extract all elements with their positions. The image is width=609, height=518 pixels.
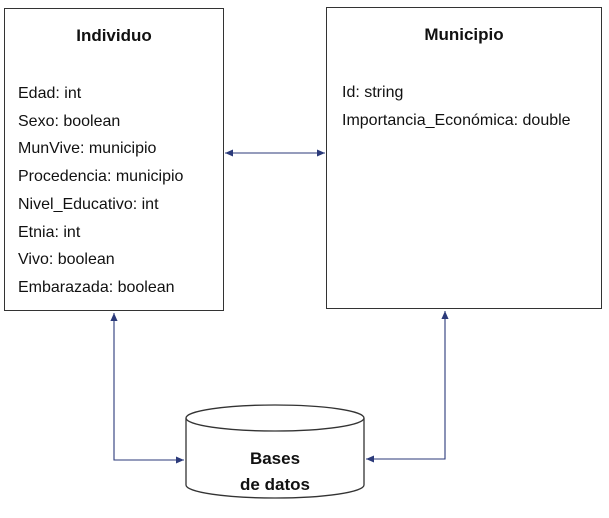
attribute-munvive: MunVive: municipio [18, 140, 157, 158]
individuo-attribute-list: Edad: int Sexo: boolean MunVive: municip… [18, 80, 183, 302]
attribute-procedencia: Procedencia: municipio [18, 168, 184, 186]
attribute-sexo: Sexo: boolean [18, 112, 121, 130]
arrow-municipio-database [366, 311, 449, 463]
attribute-etnia: Etnia: int [18, 223, 81, 241]
attribute-embarazada: Embarazada: boolean [18, 278, 175, 296]
database-cylinder [185, 404, 365, 499]
attribute-nivel-educativo: Nivel_Educativo: int [18, 195, 159, 213]
municipio-attribute-list: Id: string Importancia_Económica: double [342, 79, 571, 134]
attribute-edad: Edad: int [18, 85, 82, 102]
arrow-individuo-database [110, 313, 184, 464]
attribute-importancia-economica: Importancia_Económica: double [342, 111, 571, 129]
database-label: Bases de datos [186, 446, 364, 498]
database-label-line2: de datos [240, 475, 310, 494]
municipio-class-box: Municipio Id: string Importancia_Económi… [326, 7, 602, 309]
database-label-line1: Bases [249, 449, 301, 468]
municipio-title: Municipio [424, 25, 504, 44]
attribute-id: Id: string [342, 84, 404, 101]
individuo-class-box: Individuo Edad: int Sexo: boolean MunViv… [4, 8, 224, 311]
attribute-vivo: Vivo: boolean [18, 251, 115, 269]
individuo-title: Individuo [76, 26, 152, 45]
